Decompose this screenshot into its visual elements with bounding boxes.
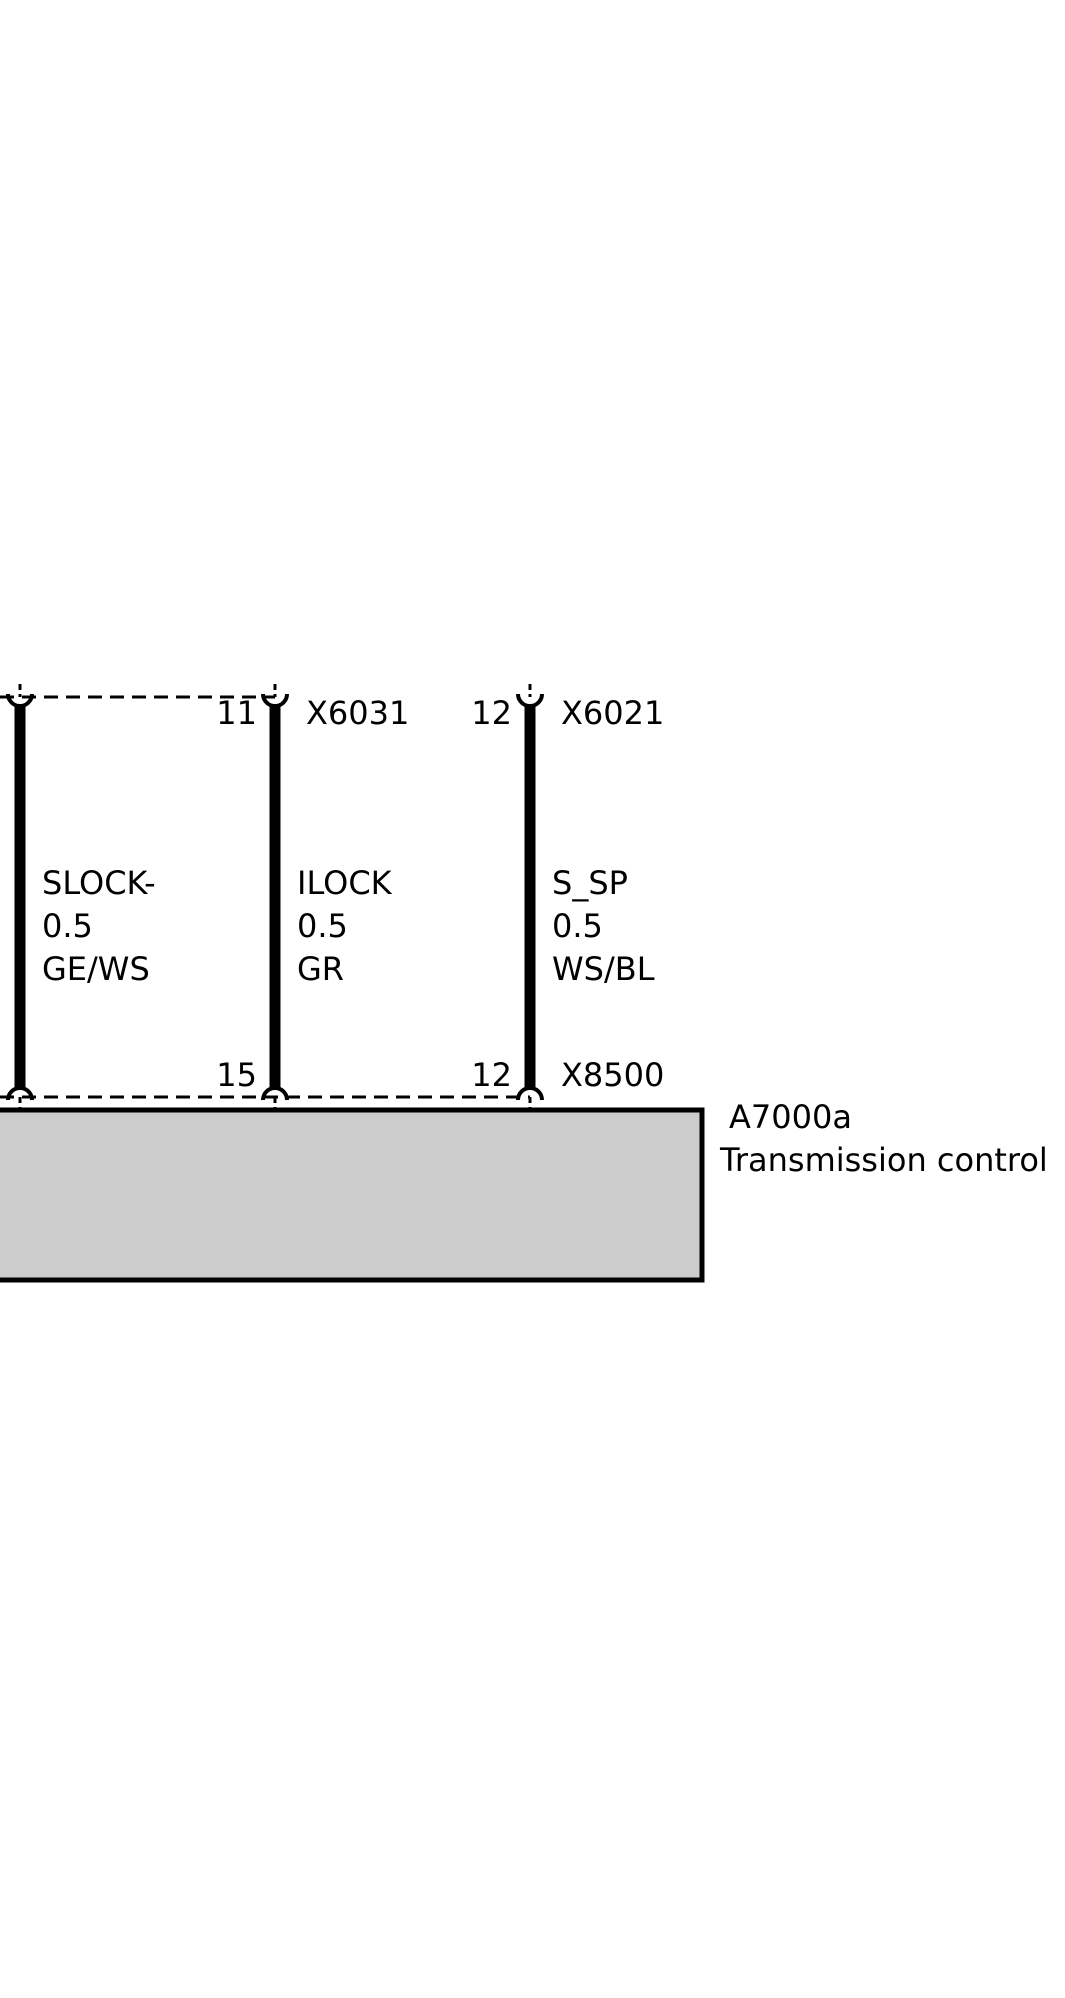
module-id: A7000a bbox=[729, 1098, 852, 1136]
wire-ssp-size: 0.5 bbox=[552, 907, 603, 945]
terminal-top-3 bbox=[516, 693, 544, 708]
bottom-pin-15: 15 bbox=[216, 1056, 257, 1094]
bottom-connector-x8500: X8500 bbox=[561, 1056, 664, 1094]
top-pin-x6021: 12 bbox=[471, 694, 512, 732]
bottom-pin-12: 12 bbox=[471, 1056, 512, 1094]
wire-ilock-signal: ILOCK bbox=[297, 864, 393, 902]
terminal-bottom-3 bbox=[516, 1086, 544, 1101]
top-pin-x6031: 11 bbox=[216, 694, 257, 732]
top-connector-x6031: X6031 bbox=[306, 694, 409, 732]
pin-terminals bbox=[6, 693, 544, 1101]
terminal-top-1 bbox=[6, 693, 34, 708]
connector-stubs bbox=[18, 684, 532, 1110]
top-connector-x6021: X6021 bbox=[561, 694, 664, 732]
wire-ilock-size: 0.5 bbox=[297, 907, 348, 945]
wire-slock-signal: SLOCK- bbox=[42, 864, 156, 902]
terminal-top-2 bbox=[261, 693, 289, 708]
terminal-bottom-1 bbox=[6, 1086, 34, 1101]
wire-ssp-color: WS/BL bbox=[552, 950, 655, 988]
wire-ssp-signal: S_SP bbox=[552, 864, 628, 902]
module-name: Transmission control bbox=[719, 1141, 1048, 1179]
terminal-bottom-2 bbox=[261, 1086, 289, 1101]
wire-slock-size: 0.5 bbox=[42, 907, 93, 945]
wire-slock-color: GE/WS bbox=[42, 950, 150, 988]
module-box bbox=[0, 1107, 705, 1283]
wires bbox=[14, 705, 536, 1090]
wire-ilock-color: GR bbox=[297, 950, 344, 988]
